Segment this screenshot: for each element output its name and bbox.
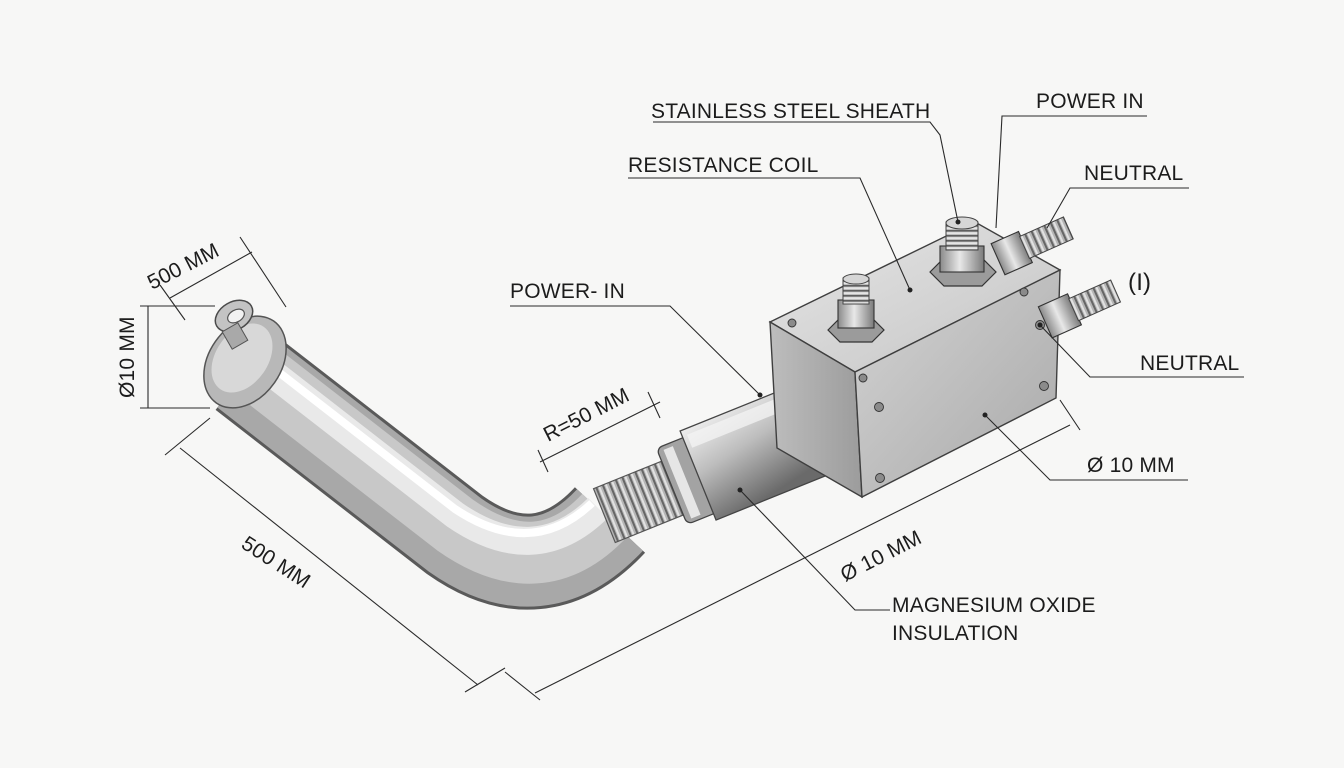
heater-tube (203, 315, 646, 610)
label-dia-right: Ø 10 MM (1087, 454, 1175, 477)
label-power-in-top: POWER IN (1036, 90, 1144, 113)
leader-sheath (653, 121, 959, 223)
leader-power-in-left (510, 305, 761, 396)
leader-resistance-coil (628, 177, 911, 291)
label-len-top: 500 MM (144, 239, 223, 294)
terminal-stud-left (827, 273, 885, 343)
label-radius: R=50 MM (540, 384, 633, 447)
label-len-bottom: 500 MM (237, 532, 314, 593)
end-ring (214, 299, 254, 350)
terminal-stud-right (929, 216, 997, 287)
dim-len-bottom (179, 447, 479, 686)
leader-mgo (739, 489, 890, 611)
leader-neutral-right (1039, 324, 1244, 378)
leader-dia-right (984, 414, 1188, 481)
label-dia-left: Ø10 MM (116, 316, 139, 398)
dim-radius (539, 401, 661, 463)
leader-lines (510, 115, 1244, 611)
side-terminal-upper (990, 216, 1074, 276)
dim-len-top (169, 251, 253, 299)
label-neutral-top: NEUTRAL (1084, 162, 1183, 185)
ground-symbol: (I) (1128, 269, 1151, 296)
label-resistance-coil: RESISTANCE COIL (628, 154, 818, 177)
label-power-in-left: POWER- IN (510, 280, 625, 303)
dim-dia-center (534, 424, 1071, 694)
leader-neutral-top-drop (1046, 187, 1085, 229)
side-terminal-lower (1037, 279, 1122, 339)
dimension-lines (140, 236, 1081, 701)
leader-power-in-top-drop (995, 115, 1030, 229)
label-mgo-line1: MAGNESIUM OXIDE (892, 594, 1096, 617)
label-neutral-right: NEUTRAL (1140, 352, 1239, 375)
label-stainless-steel-sheath: STAINLESS STEEL SHEATH (651, 100, 930, 123)
label-mgo-line2: INSULATION (892, 622, 1018, 645)
